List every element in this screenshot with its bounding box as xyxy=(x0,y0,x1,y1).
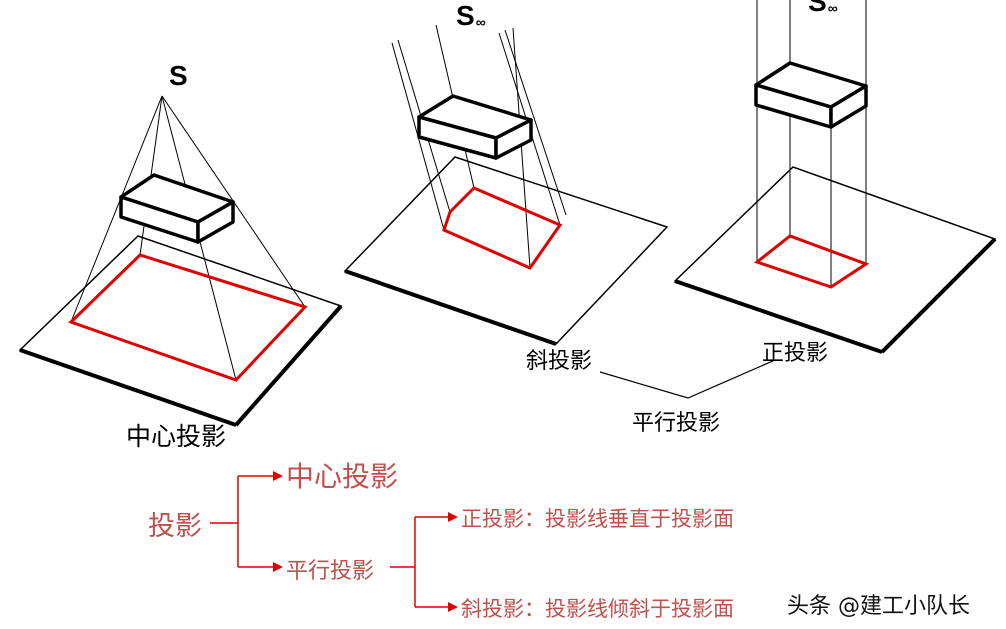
central-projection-plane xyxy=(18,235,343,426)
classification-tree xyxy=(210,475,451,608)
central-source-label: S xyxy=(169,60,188,91)
orthographic-projection-box xyxy=(754,61,868,129)
orthographic-projection-plane-right-edge xyxy=(880,237,997,354)
tree-oblique-definition: 斜投影：投影线倾斜于投影面 xyxy=(461,597,734,621)
orthographic-projection-caption: 正投影 xyxy=(762,341,829,366)
central-projection-figure xyxy=(18,95,343,427)
tree-parallel-projection: 平行投影 xyxy=(286,559,375,584)
oblique-projection-caption: 斜投影 xyxy=(526,349,593,374)
orthographic-source-label: S∞ xyxy=(808,0,838,17)
oblique-projection-box xyxy=(417,94,533,160)
oblique-projection-plane xyxy=(343,156,669,345)
central-projection-box xyxy=(119,173,235,244)
watermark-text: 头条 @建工小队长 xyxy=(787,594,970,619)
oblique-source-label: S∞ xyxy=(456,0,486,31)
parallel-group-connector xyxy=(599,359,776,399)
tree-central-projection: 中心投影 xyxy=(286,460,399,493)
infinity-subscript: ∞ xyxy=(475,14,486,30)
orthographic-projection-shadow xyxy=(753,234,870,289)
central-projection-plane-front-edge xyxy=(19,348,237,427)
orthographic-projection-figure xyxy=(673,0,997,354)
oblique-projection-plane-front-edge xyxy=(344,269,557,346)
central-projection-shadow xyxy=(68,253,308,382)
oblique-projection-figure xyxy=(343,24,669,346)
central-projection-plane-right-edge xyxy=(234,304,343,427)
central-projection-caption: 中心投影 xyxy=(126,422,227,451)
parallel-projection-caption: 平行投影 xyxy=(632,411,721,436)
oblique-projection-shadow xyxy=(442,186,563,270)
orthographic-projection-plane xyxy=(673,166,997,353)
classification-tree-arrowheads xyxy=(273,471,458,612)
infinity-subscript: ∞ xyxy=(827,0,838,16)
orthographic-projection-plane-front-edge xyxy=(674,279,883,354)
tree-root-projection: 投影 xyxy=(148,511,202,542)
tree-orthographic-definition: 正投影：投影线垂直于投影面 xyxy=(461,507,734,531)
